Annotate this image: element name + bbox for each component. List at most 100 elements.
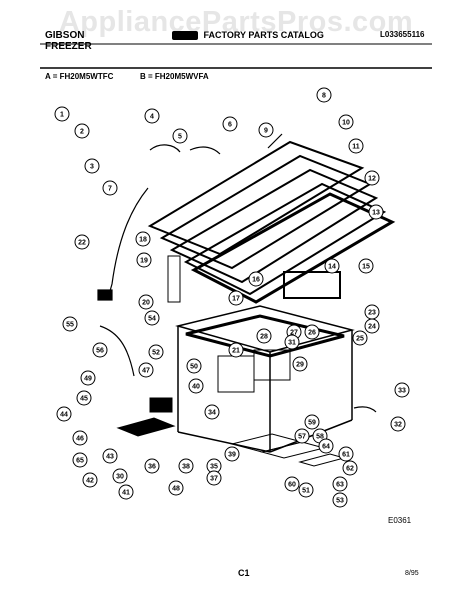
callout-29: 29 <box>292 356 308 372</box>
callout-36: 36 <box>144 458 160 474</box>
callout-label: 2 <box>80 129 84 136</box>
callout-6: 6 <box>222 116 238 132</box>
callout-label: 29 <box>296 362 304 369</box>
brand-line-1: GIBSON <box>45 30 85 41</box>
callout-4: 4 <box>144 108 160 124</box>
callout-label: 57 <box>298 434 306 441</box>
callout-label: 64 <box>322 444 330 451</box>
callout-label: 51 <box>302 488 310 495</box>
callout-33: 33 <box>394 382 410 398</box>
callout-label: 42 <box>86 478 94 485</box>
callout-label: 43 <box>106 454 114 461</box>
callout-51: 51 <box>298 482 314 498</box>
callout-label: 19 <box>140 258 148 265</box>
catalog-code: L033655116 <box>380 30 425 39</box>
callout-label: 47 <box>142 368 150 375</box>
callout-18: 18 <box>135 231 151 247</box>
callout-52: 52 <box>148 344 164 360</box>
callout-label: 14 <box>328 264 336 271</box>
callout-label: 7 <box>108 186 112 193</box>
callout-3: 3 <box>84 158 100 174</box>
callout-54: 54 <box>144 310 160 326</box>
callout-label: 63 <box>336 482 344 489</box>
callout-label: 27 <box>290 330 298 337</box>
callout-label: 33 <box>398 388 406 395</box>
callout-2: 2 <box>74 123 90 139</box>
callout-label: 41 <box>122 490 130 497</box>
callout-15: 15 <box>358 258 374 274</box>
callout-25: 25 <box>352 330 368 346</box>
catalog-title: FACTORY PARTS CATALOG <box>172 30 324 41</box>
callout-label: 17 <box>232 296 240 303</box>
callout-label: 11 <box>352 144 360 151</box>
callout-13: 13 <box>368 204 384 220</box>
callout-37: 37 <box>206 470 222 486</box>
callout-38: 38 <box>178 458 194 474</box>
callout-53: 53 <box>332 492 348 508</box>
callout-label: 3 <box>90 164 94 171</box>
callout-label: 54 <box>148 316 156 323</box>
callout-65: 65 <box>72 452 88 468</box>
callout-43: 43 <box>102 448 118 464</box>
callout-16: 16 <box>248 271 264 287</box>
callout-label: 12 <box>368 176 376 183</box>
callout-label: 16 <box>252 277 260 284</box>
callout-39: 39 <box>224 446 240 462</box>
callout-11: 11 <box>348 138 364 154</box>
callout-32: 32 <box>390 416 406 432</box>
callout-label: 30 <box>116 474 124 481</box>
callout-10: 10 <box>338 114 354 130</box>
callout-label: 58 <box>316 434 324 441</box>
brand-line-2: FREEZER <box>45 41 92 52</box>
callout-label: 28 <box>260 334 268 341</box>
callout-64: 64 <box>318 438 334 454</box>
callout-label: 32 <box>394 422 402 429</box>
callout-45: 45 <box>76 390 92 406</box>
callout-label: 50 <box>190 364 198 371</box>
callout-label: 23 <box>368 310 376 317</box>
callout-label: 34 <box>208 410 216 417</box>
callout-59: 59 <box>304 414 320 430</box>
callout-label: 46 <box>76 436 84 443</box>
callout-42: 42 <box>82 472 98 488</box>
callout-label: 10 <box>342 120 350 127</box>
callout-47: 47 <box>138 362 154 378</box>
callout-label: 65 <box>76 458 84 465</box>
callout-12: 12 <box>364 170 380 186</box>
callout-label: 25 <box>356 336 364 343</box>
callout-label: 6 <box>228 122 232 129</box>
callout-55: 55 <box>62 316 78 332</box>
callout-5: 5 <box>172 128 188 144</box>
callout-label: 38 <box>182 464 190 471</box>
callout-56: 56 <box>92 342 108 358</box>
callout-30: 30 <box>112 468 128 484</box>
callout-label: 40 <box>192 384 200 391</box>
callout-label: 44 <box>60 412 68 419</box>
callout-62: 62 <box>342 460 358 476</box>
callout-60: 60 <box>284 476 300 492</box>
catalog-title-text: FACTORY PARTS CATALOG <box>203 30 324 40</box>
callout-label: 1 <box>60 112 64 119</box>
callout-9: 9 <box>258 122 274 138</box>
callout-50: 50 <box>186 358 202 374</box>
callout-label: 49 <box>84 376 92 383</box>
page-number: C1 <box>238 568 250 578</box>
revision-date: 8/95 <box>405 570 419 577</box>
callout-label: 56 <box>96 348 104 355</box>
callout-label: 61 <box>342 452 350 459</box>
callout-label: 62 <box>346 466 354 473</box>
callout-57: 57 <box>294 428 310 444</box>
callout-26: 26 <box>304 324 320 340</box>
callout-label: 31 <box>288 340 296 347</box>
callout-1: 1 <box>54 106 70 122</box>
callout-19: 19 <box>136 252 152 268</box>
callout-28: 28 <box>256 328 272 344</box>
brand-name: GIBSON FREEZER <box>45 30 92 52</box>
callout-24: 24 <box>364 318 380 334</box>
callout-61: 61 <box>338 446 354 462</box>
callout-label: 55 <box>66 322 74 329</box>
callout-14: 14 <box>324 258 340 274</box>
callout-label: 36 <box>148 464 156 471</box>
callout-label: 35 <box>210 464 218 471</box>
